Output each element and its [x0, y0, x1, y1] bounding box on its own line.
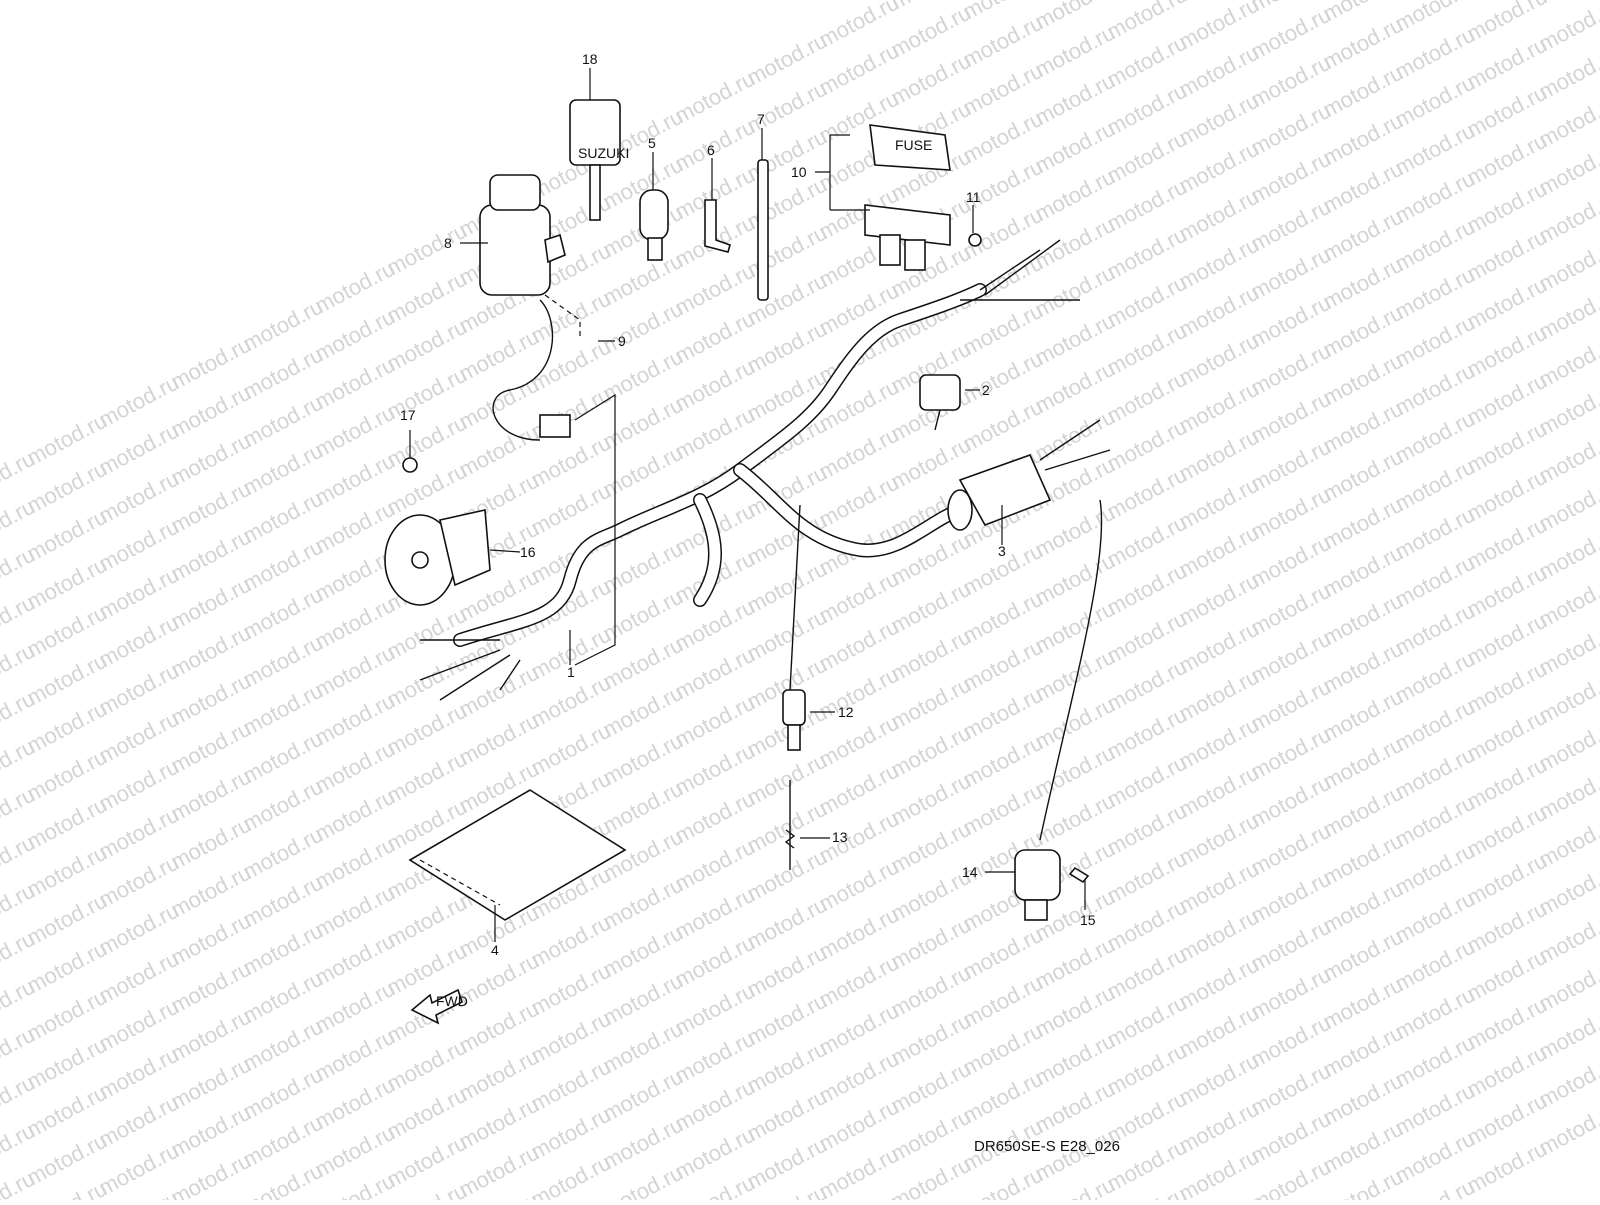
- callout-3: 3: [998, 543, 1006, 559]
- callout-13: 13: [832, 829, 848, 845]
- callout-12: 12: [838, 704, 854, 720]
- callout-15: 15: [1080, 912, 1096, 928]
- callout-16: 16: [520, 544, 536, 560]
- callout-9: 9: [618, 333, 626, 349]
- callout-4: 4: [491, 942, 499, 958]
- callout-10: 10: [791, 164, 807, 180]
- callout-18: 18: [582, 51, 598, 67]
- cable-guide: [640, 190, 668, 260]
- callout-1: 1: [567, 664, 575, 680]
- callout-5: 5: [648, 135, 656, 151]
- fwd-text: FWD: [436, 993, 468, 1009]
- bolt-17: [403, 458, 417, 472]
- fuse-box-text: FUSE: [895, 137, 932, 153]
- callout-7: 7: [757, 111, 765, 127]
- callout-17: 17: [400, 407, 416, 423]
- cable-tie: [758, 160, 768, 300]
- callout-8: 8: [444, 235, 452, 251]
- callout-6: 6: [707, 142, 715, 158]
- horn: [385, 510, 490, 605]
- callout-11: 11: [966, 189, 981, 205]
- key-text: SUZUKI: [578, 145, 629, 161]
- callout-14: 14: [962, 864, 978, 880]
- callout-2: 2: [982, 382, 990, 398]
- bolt-11: [969, 234, 981, 246]
- diagram-code: DR650SE-S E28_026: [974, 1138, 1120, 1155]
